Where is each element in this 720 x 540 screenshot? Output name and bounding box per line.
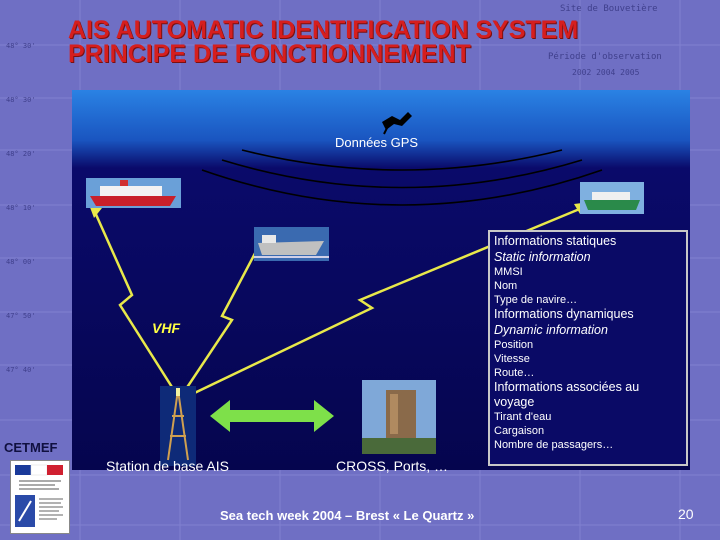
static-info-item: MMSI (494, 266, 523, 278)
map-site-label: Site de Bouvetière (560, 4, 658, 14)
link-station-ship-right (183, 206, 583, 400)
link-station-ship-left (92, 209, 179, 396)
static-info-heading-en: Static information (494, 250, 591, 264)
vhf-label: VHF (152, 320, 180, 336)
map-lat-label: 48° 10' (6, 204, 36, 212)
map-period-label: Période d'observation (548, 52, 662, 62)
cargo-ship-image (254, 227, 329, 261)
voyage-info-item: Nombre de passagers… (494, 439, 614, 451)
passenger-ship-image (86, 178, 181, 208)
cross-ports-label: CROSS, Ports, … (336, 458, 449, 474)
static-info-item: Nom (494, 280, 518, 292)
title-line-1: AIS AUTOMATIC IDENTIFICATION SYSTEM (68, 16, 579, 44)
cross-building-image (362, 380, 436, 454)
dynamic-info-heading: Informations dynamiques (494, 307, 634, 321)
voyage-info-heading: Informations associées au voyage (494, 380, 640, 409)
dynamic-info-item: Route… (494, 367, 535, 379)
vhf-links (92, 206, 583, 400)
base-station-label: Station de base AIS (106, 458, 229, 474)
map-lat-label: 47° 50' (6, 312, 36, 320)
map-lat-label: 48° 20' (6, 150, 36, 158)
map-lat-label: 48° 30' (6, 42, 36, 50)
dynamic-info-item: Vitesse (494, 353, 530, 365)
map-lat-label: 47° 40' (6, 366, 36, 374)
gps-data-label: Données GPS (335, 135, 419, 150)
dynamic-info-item: Position (494, 339, 534, 351)
map-years-label: 2002 2004 2005 (572, 68, 640, 77)
exchange-arrow (210, 400, 334, 432)
diagram-drawing (86, 112, 644, 466)
map-lat-label: 48° 00' (6, 258, 36, 266)
satellite-icon (382, 112, 412, 135)
page-title: AIS AUTOMATIC IDENTIFICATION SYSTEM PRIN… (68, 16, 579, 68)
link-station-ship-center (182, 239, 264, 393)
footer-event-text: Sea tech week 2004 – Brest « Le Quartz » (220, 508, 475, 523)
ministry-logo (10, 460, 70, 534)
page-number: 20 (678, 506, 694, 522)
static-info-item: Type de navire… (494, 294, 578, 306)
marianne-logo-icon (15, 464, 63, 527)
gps-signal-arcs (201, 149, 603, 206)
static-info-heading: Informations statiques (494, 234, 617, 248)
title-line-2: PRINCIPE DE FONCTIONNEMENT (68, 40, 471, 68)
ais-information-box: Informations statiques Static informatio… (488, 230, 688, 466)
base-station-image (160, 386, 196, 466)
map-lat-label: 48° 30' (6, 96, 36, 104)
ferry-ship-image (580, 182, 644, 214)
voyage-info-item: Tirant d'eau (494, 411, 552, 423)
cetmef-label: CETMEF (4, 440, 58, 455)
dynamic-info-heading-en: Dynamic information (494, 323, 608, 337)
voyage-info-item: Cargaison (494, 425, 545, 437)
